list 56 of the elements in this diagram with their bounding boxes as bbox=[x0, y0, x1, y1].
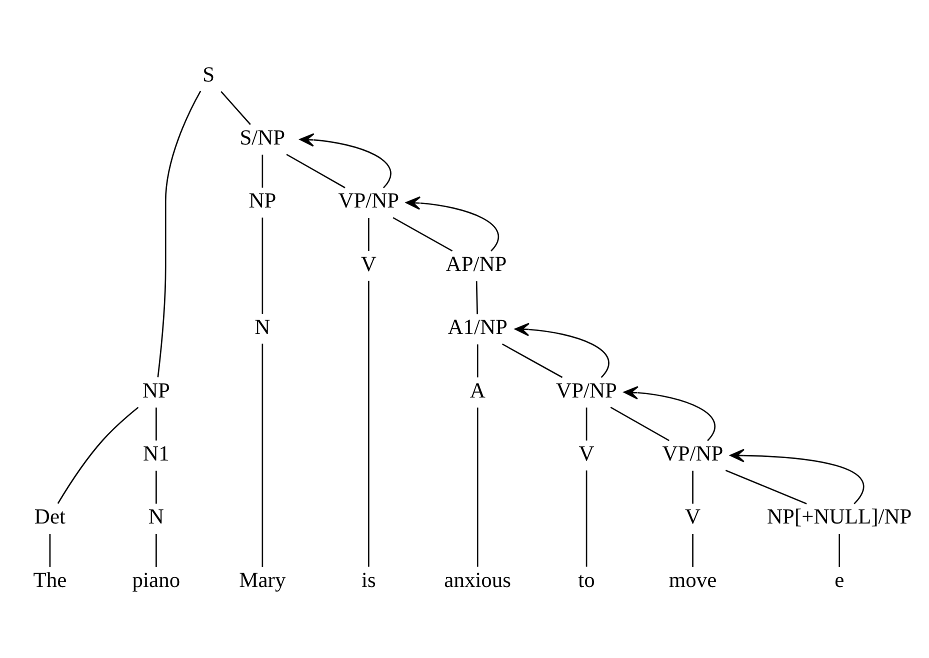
arrow bbox=[406, 196, 500, 252]
node-text: N bbox=[148, 504, 164, 529]
connector bbox=[586, 408, 588, 441]
node-text: move bbox=[668, 568, 717, 592]
connector bbox=[586, 470, 588, 567]
node-text: anxious bbox=[444, 568, 512, 592]
connector bbox=[692, 534, 694, 567]
connector bbox=[262, 218, 264, 314]
connector bbox=[610, 406, 670, 442]
node-text: AP/NP bbox=[446, 252, 507, 276]
node-text: VP/NP bbox=[662, 442, 724, 466]
node-text: S bbox=[202, 62, 215, 86]
node-text: The bbox=[33, 568, 67, 592]
connector bbox=[156, 534, 157, 567]
node-text: to bbox=[578, 568, 595, 592]
node-text: NP[+NULL]/NP bbox=[767, 504, 912, 529]
node-text: NP bbox=[248, 188, 276, 213]
connector bbox=[157, 90, 202, 378]
node-text: A1/NP bbox=[448, 315, 508, 340]
node-text: S/NP bbox=[240, 125, 286, 150]
connector bbox=[476, 281, 478, 314]
connector bbox=[156, 408, 157, 441]
connector bbox=[368, 218, 370, 251]
node-text: V bbox=[578, 442, 594, 466]
node-text: VP/NP bbox=[338, 188, 400, 213]
connector bbox=[286, 154, 346, 188]
connector bbox=[476, 344, 478, 378]
node-text: NP bbox=[142, 378, 170, 402]
node-text: piano bbox=[132, 568, 180, 592]
node-text: V bbox=[685, 504, 701, 529]
connector bbox=[725, 470, 807, 504]
connector bbox=[392, 217, 453, 252]
arrow bbox=[514, 322, 610, 378]
arrow bbox=[624, 386, 716, 442]
connector bbox=[838, 534, 840, 567]
arrow bbox=[299, 133, 392, 188]
connector bbox=[49, 534, 51, 567]
connector bbox=[57, 406, 139, 504]
node-text: e bbox=[834, 568, 844, 592]
node-text: N bbox=[254, 315, 270, 340]
node-text: Mary bbox=[239, 568, 286, 592]
connector bbox=[262, 154, 264, 188]
connector bbox=[368, 280, 370, 567]
node-text: VP/NP bbox=[556, 378, 618, 402]
node-text: Det bbox=[34, 504, 66, 529]
connector bbox=[476, 408, 478, 567]
node-text: is bbox=[362, 568, 376, 592]
connector bbox=[502, 343, 563, 378]
node-text: A bbox=[470, 378, 486, 402]
node-text: V bbox=[360, 252, 376, 276]
arrow bbox=[730, 448, 864, 504]
connector bbox=[262, 344, 264, 567]
connector bbox=[220, 91, 251, 125]
node-text: N1 bbox=[143, 442, 170, 466]
connector bbox=[156, 470, 157, 504]
connector bbox=[692, 470, 694, 504]
